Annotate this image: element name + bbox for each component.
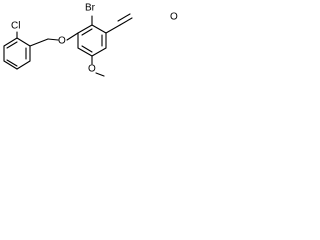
ether-bond	[66, 32, 79, 41]
double-bond-inner	[81, 28, 93, 36]
bond	[16, 60, 31, 70]
chemical-structure-diagram: Cl O Br O O	[3, 3, 178, 77]
ether-oxygen-label: O	[58, 36, 66, 47]
bond	[77, 24, 93, 34]
bond	[16, 37, 31, 47]
bond	[3, 60, 18, 70]
double-bond-inner	[6, 59, 18, 67]
aldehyde-double-bond	[119, 17, 133, 26]
chlorophenyl-ring	[3, 37, 31, 70]
bromo-label: Br	[85, 3, 96, 14]
central-benzene-ring	[77, 24, 107, 57]
benzyl-bond	[47, 38, 59, 41]
methyl-bond	[95, 72, 105, 77]
aldehyde-double-bond-parallel	[117, 13, 131, 22]
double-bond-inner	[6, 41, 18, 49]
bond	[91, 47, 107, 57]
bond	[3, 37, 18, 47]
benzyl-bond	[29, 38, 49, 47]
bond	[91, 24, 107, 34]
chloro-label: Cl	[11, 21, 20, 32]
bond	[77, 47, 93, 57]
aldehyde-oxygen-label: O	[170, 12, 178, 23]
aldehyde-carbon-bond	[105, 24, 121, 34]
methoxy-oxygen-label: O	[88, 64, 96, 75]
double-bond-inner	[81, 45, 93, 53]
